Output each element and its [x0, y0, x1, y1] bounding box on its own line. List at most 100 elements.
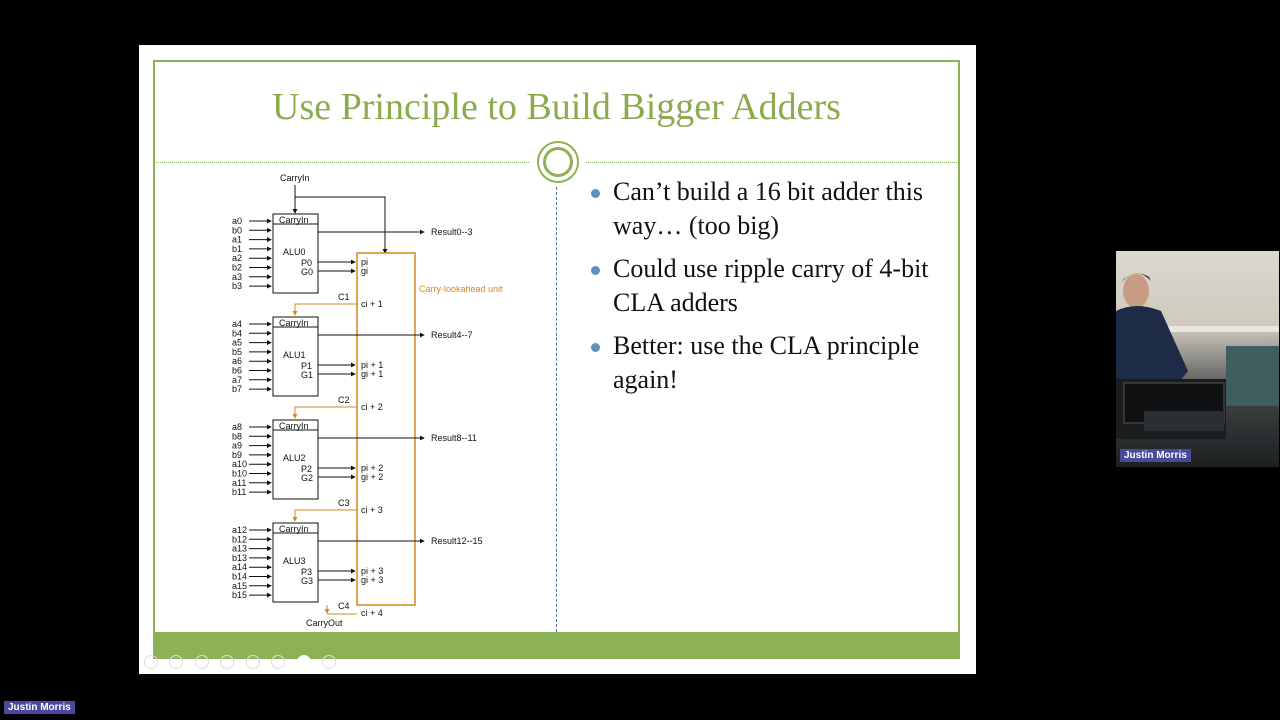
cla-unit: [356, 252, 416, 606]
cla-ci-label: ci + 3: [361, 505, 383, 515]
bullet-item: Better: use the CLA principle again!: [589, 329, 959, 397]
carry-label: C4: [338, 601, 350, 611]
alu-input-label: b5: [232, 347, 242, 357]
alu-input-label: b14: [232, 572, 247, 582]
bullet-text: Can’t build a 16 bit adder this way… (to…: [613, 177, 924, 240]
video-icon[interactable]: [296, 655, 311, 669]
column-separator: [556, 187, 557, 632]
bullet-text: Could use ripple carry of 4-bit CLA adde…: [613, 254, 929, 317]
alu-input-label: a14: [232, 562, 247, 572]
title-divider-left: [154, 162, 529, 163]
alu-input-label: a9: [232, 441, 242, 451]
alu-input-label: b9: [232, 450, 242, 460]
alu-input-label: a13: [232, 544, 247, 554]
alu-input-label: a4: [232, 319, 242, 329]
carry-arrow: [292, 406, 357, 419]
cla-ci-label: ci + 1: [361, 299, 383, 309]
carry-arrow: [292, 303, 357, 316]
bullet-dot-icon: [591, 343, 600, 352]
alu-carryin-label: CarryIn: [279, 215, 309, 225]
cla-gi-label: gi + 2: [361, 472, 383, 482]
menu-icon[interactable]: [271, 655, 286, 669]
alu-box: [272, 522, 319, 603]
alu-input-label: b13: [232, 553, 247, 563]
alu-input-label: a10: [232, 459, 247, 469]
bullet-text: Better: use the CLA principle again!: [613, 331, 920, 394]
cla-unit-label: Carry-lookahead unit: [419, 284, 503, 294]
carry-out-label: CarryOut: [306, 618, 343, 628]
cla-pi-label: pi: [361, 257, 368, 267]
bullet-dot-icon: [591, 266, 600, 275]
alu-input-label: a1: [232, 235, 242, 245]
alu-input-label: b0: [232, 225, 242, 235]
alu-box: [272, 213, 319, 294]
alu-carryin-label: CarryIn: [279, 421, 309, 431]
result-label: Result8--11: [431, 433, 477, 443]
alu-g-label: G0: [301, 267, 313, 277]
slide-title: Use Principle to Build Bigger Adders: [272, 86, 841, 128]
cla-pi-label: pi + 2: [361, 463, 383, 473]
pen-icon[interactable]: [194, 655, 209, 669]
alu-name: ALU0: [283, 247, 306, 257]
alu-input-label: a5: [232, 338, 242, 348]
alu-name: ALU3: [283, 556, 306, 566]
cla-ci-label: ci + 4: [361, 608, 383, 618]
alu-input-label: b7: [232, 384, 242, 394]
alu-input-label: b12: [232, 534, 247, 544]
alu-input-label: a12: [232, 525, 247, 535]
slide-toolbar[interactable]: [144, 655, 343, 669]
presenter-figure: [1116, 273, 1279, 439]
alu-input-label: b6: [232, 366, 242, 376]
more-icon[interactable]: [322, 655, 337, 669]
carry-label: C3: [338, 498, 350, 508]
alu-name: ALU1: [283, 350, 306, 360]
zoom-icon[interactable]: [245, 655, 260, 669]
alu-input-label: b15: [232, 590, 247, 600]
alu-carryin-label: CarryIn: [279, 524, 309, 534]
forward-icon[interactable]: [169, 655, 184, 669]
alu-input-label: a11: [232, 478, 246, 488]
back-icon[interactable]: [144, 655, 158, 669]
alu-g-label: G2: [301, 473, 313, 483]
cla-pi-label: pi + 1: [361, 360, 383, 370]
alu-input-label: a2: [232, 253, 242, 263]
carry-label: C1: [338, 292, 350, 302]
alu-input-label: b3: [232, 281, 242, 291]
alu-name: ALU2: [283, 453, 306, 463]
cla-pi-label: pi + 3: [361, 566, 383, 576]
divider-ornament-icon: [537, 141, 579, 183]
presenter-video-tile[interactable]: Justin Morris: [1116, 251, 1279, 467]
slides-icon[interactable]: [220, 655, 235, 669]
result-label: Result12--15: [431, 536, 483, 546]
alu-box: [272, 419, 319, 500]
alu-p-label: P1: [301, 361, 312, 371]
slide: Use Principle to Build Bigger Adders Car…: [139, 45, 976, 674]
alu-input-label: b2: [232, 263, 242, 273]
alu-input-label: b11: [232, 487, 246, 497]
carry-label: C2: [338, 395, 350, 405]
alu-input-label: a15: [232, 581, 247, 591]
cla-gi-label: gi + 3: [361, 575, 383, 585]
alu-input-label: b1: [232, 244, 242, 254]
carry-in-label: CarryIn: [280, 173, 310, 183]
bullet-dot-icon: [591, 189, 600, 198]
alu-input-label: b4: [232, 328, 242, 338]
alu-box: [272, 316, 319, 397]
alu-p-label: P3: [301, 567, 312, 577]
alu-g-label: G3: [301, 576, 313, 586]
result-label: Result4--7: [431, 330, 473, 340]
carry-arrow: [292, 509, 357, 522]
alu-input-label: a3: [232, 272, 242, 282]
alu-input-label: a7: [232, 375, 242, 385]
alu-carryin-label: CarryIn: [279, 318, 309, 328]
alu-input-label: b10: [232, 469, 247, 479]
cla-ci-label: ci + 2: [361, 402, 383, 412]
alu-p-label: P2: [301, 464, 312, 474]
result-label: Result0--3: [431, 227, 473, 237]
alu-input-label: a6: [232, 356, 242, 366]
bullet-item: Could use ripple carry of 4-bit CLA adde…: [589, 252, 959, 320]
alu-input-label: a0: [232, 216, 242, 226]
alu-input-label: b8: [232, 431, 242, 441]
alu-p-label: P0: [301, 258, 312, 268]
video-name-tag: Justin Morris: [1120, 449, 1191, 462]
